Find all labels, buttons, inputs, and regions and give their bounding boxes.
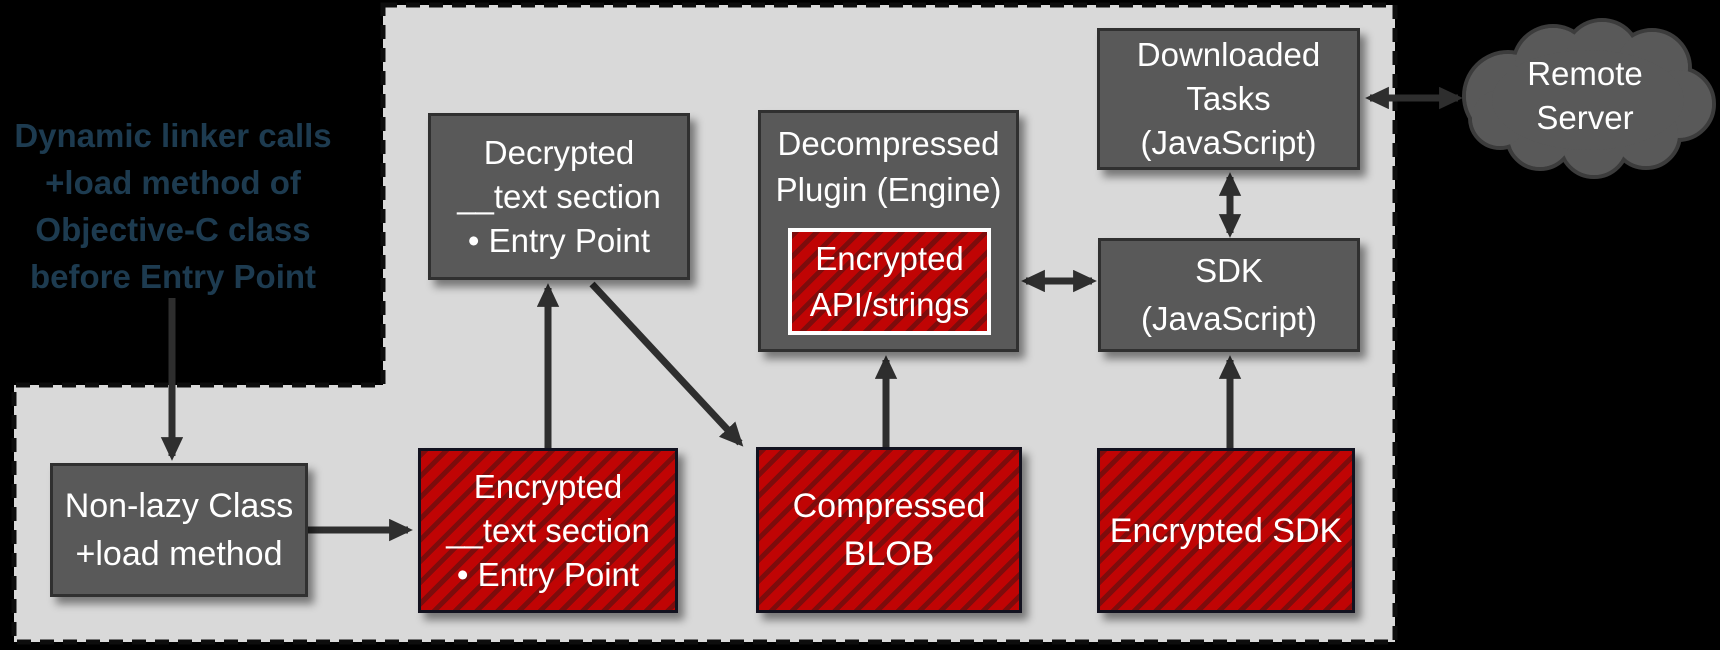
box-encrypted-api-strings-label: Encrypted API/strings <box>809 239 970 323</box>
annotation-dynamic-linker-note: Dynamic linker calls +load method of Obj… <box>14 117 332 295</box>
process-boundary-dashed-border <box>11 2 1398 645</box>
box-sdk-javascript-label: SDK (JavaScript) <box>1140 252 1318 337</box>
box-downloaded-tasks: Downloaded Tasks (JavaScript) <box>1097 28 1360 170</box>
box-decrypted-text-section-label: Decrypted __text section • Entry Point <box>457 133 661 259</box>
box-sdk-javascript: SDK (JavaScript) <box>1098 238 1360 352</box>
box-downloaded-tasks-label: Downloaded Tasks (JavaScript) <box>1136 36 1321 161</box>
process-boundary-fill <box>14 5 1395 642</box>
remote-server-label: Remote Server <box>1527 55 1643 136</box>
box-decompressed-plugin: Decompressed Plugin (Engine) Encrypted A… <box>758 110 1019 352</box>
box-decrypted-text-section: Decrypted __text section • Entry Point <box>428 113 690 280</box>
arrow-decrypted-text-to-compressed-blob <box>589 281 744 447</box>
box-non-lazy-class: Non-lazy Class +load method <box>50 463 308 597</box>
box-decompressed-plugin-label: Decompressed Plugin (Engine) <box>775 125 1002 208</box>
box-encrypted-api-strings: Encrypted API/strings <box>788 228 991 335</box>
box-non-lazy-class-label: Non-lazy Class +load method <box>64 487 294 573</box>
box-compressed-blob: Compressed BLOB <box>756 447 1022 613</box>
remote-server-cloud-icon <box>1462 18 1716 179</box>
box-encrypted-sdk-label: Encrypted SDK <box>1109 511 1343 550</box>
box-encrypted-text-section-label: Encrypted __text section • Entry Point <box>446 467 650 593</box>
box-encrypted-text-section: Encrypted __text section • Entry Point <box>418 448 678 613</box>
box-encrypted-sdk: Encrypted SDK <box>1097 448 1355 613</box>
box-compressed-blob-label: Compressed BLOB <box>792 487 986 573</box>
